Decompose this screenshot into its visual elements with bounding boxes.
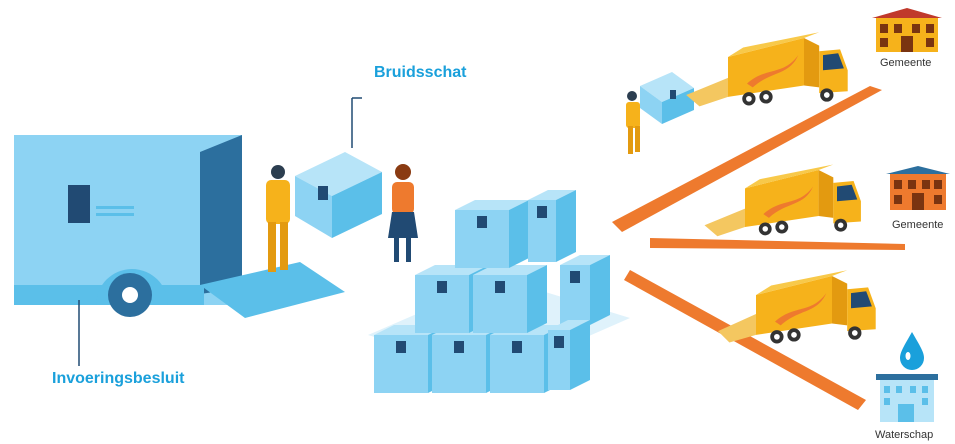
box (528, 190, 576, 262)
waterschap-label: Waterschap (875, 429, 934, 441)
people-carrying-box (266, 97, 418, 272)
building-gemeente-top (872, 8, 942, 52)
invoeringsbesluit-label: Invoeringsbesluit (52, 370, 185, 387)
building-waterschap (876, 332, 938, 422)
gemeente-middle-label: Gemeente (892, 219, 944, 231)
truck-icon (718, 270, 876, 344)
truck-swoosh (775, 293, 827, 326)
water-drop-icon (900, 332, 924, 370)
bruidsschat-label: Bruidsschat (374, 64, 467, 81)
gemeente-top-label: Gemeente (880, 57, 932, 69)
truck-swoosh (747, 55, 799, 88)
delivery-trucks (686, 32, 876, 344)
box (455, 200, 529, 268)
truck-swoosh (763, 186, 814, 218)
building-icon (886, 166, 950, 174)
building-icon (872, 8, 942, 18)
worker-with-box (626, 72, 694, 154)
box (560, 255, 610, 325)
truck-icon (686, 32, 848, 107)
box (473, 265, 547, 333)
box (548, 320, 590, 390)
orange-routes (612, 86, 905, 410)
moving-truck (14, 135, 345, 366)
truck-ramp (200, 262, 345, 318)
box-pyramid (368, 190, 630, 393)
truck-icon (704, 164, 861, 237)
building-gemeente-middle (886, 166, 950, 210)
